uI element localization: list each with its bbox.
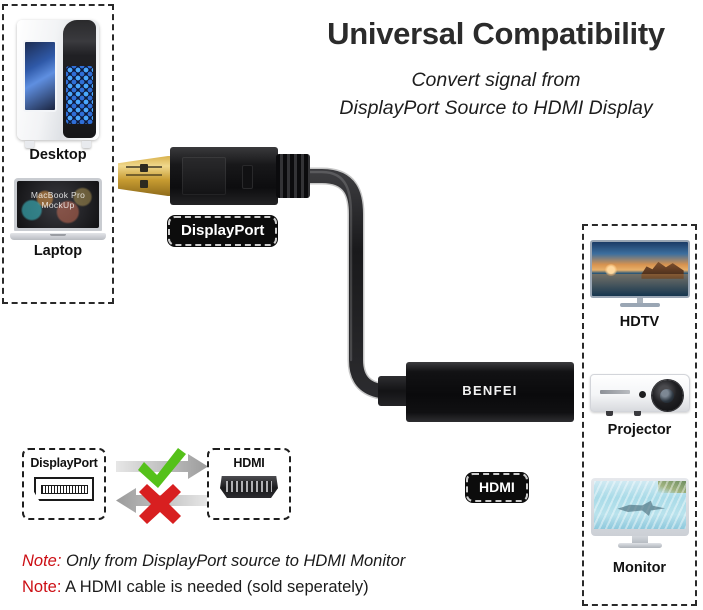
monitor-stand-neck — [631, 536, 648, 544]
projector-label: Projector — [607, 422, 672, 438]
dest-device-hdtv: HDTV — [584, 240, 695, 330]
page-title: Universal Compatibility — [327, 16, 665, 51]
projector-brand-strip — [599, 390, 630, 394]
dest-device-monitor: Monitor — [584, 478, 695, 576]
projector-sensor — [638, 391, 646, 398]
hdtv-stand-base — [619, 303, 660, 307]
compat-displayport-label: DisplayPort — [30, 456, 98, 470]
hdtv-stand-neck — [636, 298, 643, 304]
displayport-badge: DisplayPort — [168, 216, 278, 246]
displayport-port-icon — [34, 477, 94, 501]
note-line-1: Note: Only from DisplayPort source to HD… — [22, 548, 405, 574]
hdtv-sun — [604, 263, 617, 276]
destination-devices-panel: HDTV Projector — [582, 224, 697, 606]
hdtv-label: HDTV — [619, 314, 660, 330]
green-check-icon — [138, 448, 186, 488]
projector-body — [589, 374, 690, 412]
laptop-label: Laptop — [33, 243, 83, 259]
displayport-connector — [118, 147, 310, 205]
laptop-notch — [50, 234, 66, 236]
red-x-icon — [139, 484, 181, 524]
note-key-1: Note: — [22, 552, 62, 570]
hdmi-adapter-strain-relief — [378, 376, 408, 406]
note-key-2: Note: — [22, 578, 62, 596]
projector-lens-glass — [660, 388, 674, 403]
hdtv-water-reflection — [591, 274, 688, 296]
arrow-forward — [116, 454, 208, 479]
tower-foot-left — [25, 141, 34, 148]
source-devices-panel: Desktop MacBook Pro MockUp Laptop — [2, 4, 114, 304]
displayport-pin-top — [140, 164, 148, 172]
hdmi-adapter: BENFEI — [378, 362, 574, 422]
notes-block: Note: Only from DisplayPort source to HD… — [22, 548, 405, 600]
hdmi-port-icon — [220, 476, 278, 498]
note-line-2: Note: A HDMI cable is needed (sold seper… — [22, 574, 405, 600]
hdmi-adapter-body: BENFEI — [406, 362, 574, 422]
source-device-desktop: Desktop — [4, 16, 112, 163]
compat-hdmi-label: HDMI — [233, 456, 265, 470]
laptop-base — [10, 233, 106, 240]
dest-device-projector: Projector — [584, 372, 695, 438]
laptop-screen-text: MacBook Pro MockUp — [17, 190, 99, 210]
tower-foot-right — [82, 141, 91, 148]
subtitle-line-2: DisplayPort Source to HDMI Display — [339, 97, 653, 119]
hdtv-frame — [589, 240, 690, 298]
monitor-stand-base — [617, 543, 662, 548]
monitor-shore — [657, 481, 686, 494]
hdtv-screen — [591, 242, 688, 296]
laptop-lid: MacBook Pro MockUp — [14, 178, 102, 231]
desktop-tower-icon — [17, 16, 99, 148]
projector-lens — [651, 380, 683, 411]
direction-arrows — [116, 448, 208, 524]
tower-side-window — [23, 40, 57, 112]
compat-displayport-box: DisplayPort — [22, 448, 106, 520]
projector-icon — [589, 372, 690, 418]
subtitle-line-1: Convert signal from — [411, 69, 581, 91]
monitor-screen — [593, 481, 686, 529]
adapter-brand-logo: BENFEI — [462, 383, 518, 398]
monitor-frame — [590, 478, 689, 536]
displayport-gold-contacts — [118, 156, 176, 196]
compatibility-diagram: DisplayPort — [22, 446, 312, 524]
displayport-housing — [170, 147, 278, 205]
laptop-screen-line-1: MacBook Pro — [30, 190, 86, 200]
projector-foot-right — [633, 411, 641, 416]
hdtv-icon — [589, 240, 690, 308]
tower-front-panel — [63, 20, 96, 138]
note-text-1: Only from DisplayPort source to HDMI Mon… — [61, 552, 406, 570]
source-device-laptop: MacBook Pro MockUp Laptop — [4, 178, 112, 259]
desktop-label: Desktop — [29, 147, 87, 163]
displayport-strain-relief — [276, 154, 310, 198]
note-text-2: A HDMI cable is needed (sold seperately) — [61, 578, 369, 596]
monitor-label: Monitor — [612, 560, 667, 576]
laptop-icon: MacBook Pro MockUp — [10, 178, 106, 240]
monitor-icon — [590, 478, 689, 554]
projector-foot-left — [605, 411, 613, 416]
hdmi-badge: HDMI — [466, 473, 528, 502]
page-subtitle: Convert signal from DisplayPort Source t… — [300, 66, 692, 122]
laptop-screen-line-2: MockUp — [41, 200, 75, 210]
laptop-screen: MacBook Pro MockUp — [17, 181, 99, 228]
displayport-pin-bottom — [140, 180, 148, 188]
tower-mesh-grill — [66, 66, 93, 124]
monitor-water-ripple — [593, 481, 686, 529]
compat-hdmi-box: HDMI — [207, 448, 291, 520]
